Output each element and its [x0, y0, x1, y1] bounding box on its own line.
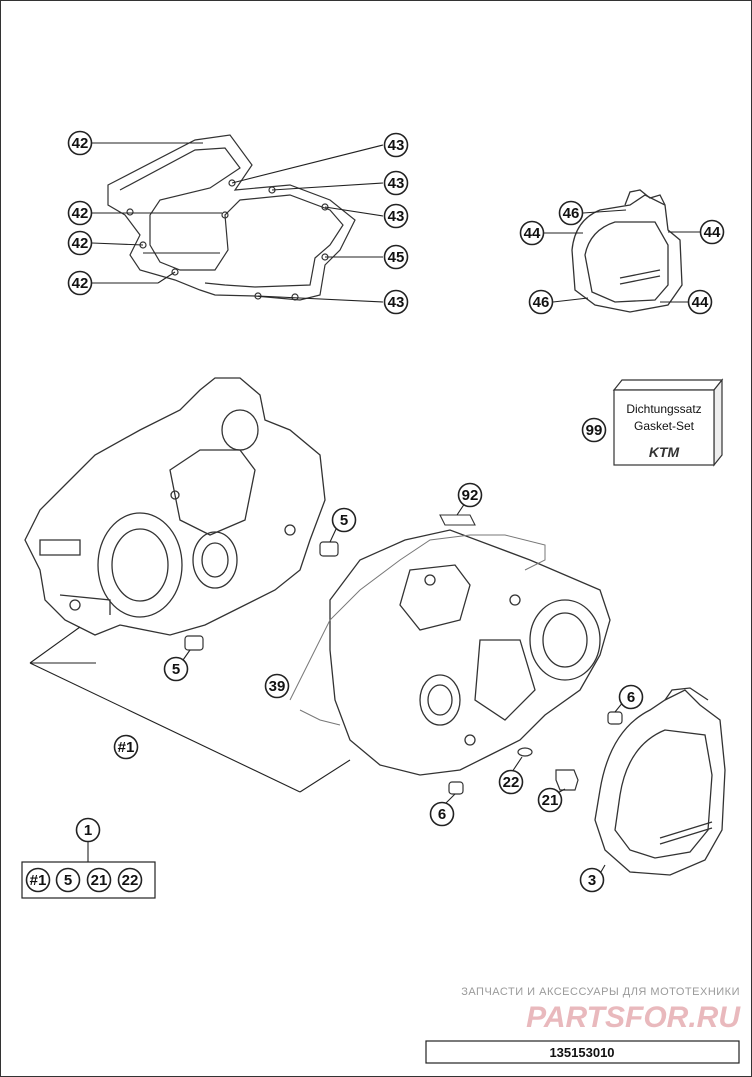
- callout-6-a: 6: [618, 684, 644, 710]
- gasket-set-line1: Dichtungssatz: [626, 402, 701, 416]
- gasket-outline-right: [289, 534, 546, 726]
- svg-text:44: 44: [524, 225, 541, 242]
- svg-text:43: 43: [388, 175, 405, 192]
- dowel-sleeves-left: [184, 541, 339, 651]
- crankcase-left-half: [24, 377, 326, 636]
- svg-text:43: 43: [388, 137, 405, 154]
- ktm-logo: KTM: [649, 444, 680, 460]
- svg-text:5: 5: [172, 661, 180, 678]
- svg-text:5: 5: [64, 872, 72, 889]
- callout-44-c: 44: [687, 289, 713, 315]
- callout-43-d: 43: [383, 289, 409, 315]
- svg-text:44: 44: [692, 294, 709, 311]
- kit-item-5: 5: [55, 867, 81, 893]
- callout-42-a: 42: [67, 130, 93, 156]
- svg-text:#1: #1: [30, 872, 47, 889]
- callout-21: 21: [537, 787, 563, 813]
- crankcase-gasket: [107, 134, 356, 301]
- svg-text:5: 5: [340, 512, 348, 529]
- callout-46-b: 46: [528, 289, 554, 315]
- callout-92: 92: [457, 482, 483, 508]
- svg-text:42: 42: [72, 135, 89, 152]
- ignition-cover-small: [571, 189, 683, 313]
- svg-text:42: 42: [72, 205, 89, 222]
- callout-43-c: 43: [383, 203, 409, 229]
- cover-leader-lines: [544, 209, 700, 303]
- watermark-line2: PARTSFOR.RU: [526, 1001, 741, 1034]
- callout-44-b: 44: [699, 219, 725, 245]
- svg-text:6: 6: [438, 806, 446, 823]
- svg-text:92: 92: [462, 487, 479, 504]
- svg-text:42: 42: [72, 235, 89, 252]
- callout-42-b: 42: [67, 200, 93, 226]
- callout-45: 45: [383, 244, 409, 270]
- gasket-set-box: Dichtungssatz Gasket-Set KTM: [612, 378, 724, 467]
- kit-item-22: 22: [117, 867, 143, 893]
- callout-43-a: 43: [383, 132, 409, 158]
- svg-text:3: 3: [588, 872, 596, 889]
- svg-text:43: 43: [388, 294, 405, 311]
- callout-5-a: 5: [331, 507, 357, 533]
- small-gasket-92: [439, 514, 476, 526]
- callout-6-b: 6: [429, 801, 455, 827]
- callout-42-d: 42: [67, 270, 93, 296]
- watermark: ЗАПЧАСТИ И АКСЕССУАРЫ ДЛЯ МОТОТЕХНИКИ PA…: [461, 986, 741, 1034]
- svg-text:6: 6: [627, 689, 635, 706]
- svg-text:46: 46: [533, 294, 550, 311]
- crankcase-right-half: [329, 529, 611, 776]
- gasket-leader-lines: [91, 142, 384, 303]
- callout-hash-1: #1: [113, 734, 139, 760]
- svg-text:21: 21: [91, 872, 108, 889]
- callouts: 42 42 42 42 43 43 43 45 43 46 44 44 46 4…: [25, 130, 725, 893]
- callout-39: 39: [264, 673, 290, 699]
- callout-22: 22: [498, 769, 524, 795]
- callout-42-c: 42: [67, 230, 93, 256]
- svg-text:1: 1: [84, 822, 92, 839]
- svg-text:45: 45: [388, 249, 405, 266]
- callout-3: 3: [579, 867, 605, 893]
- small-parts-right: [448, 711, 623, 795]
- svg-text:21: 21: [542, 792, 559, 809]
- svg-text:#1: #1: [118, 739, 135, 756]
- kit-item-21: 21: [86, 867, 112, 893]
- kit-item-hash1: #1: [25, 867, 51, 893]
- callout-99: 99: [581, 417, 607, 443]
- svg-text:46: 46: [563, 205, 580, 222]
- callout-43-b: 43: [383, 170, 409, 196]
- ignition-cover-large: [594, 687, 726, 876]
- svg-text:22: 22: [503, 774, 520, 791]
- svg-text:43: 43: [388, 208, 405, 225]
- svg-text:42: 42: [72, 275, 89, 292]
- callout-44-a: 44: [519, 220, 545, 246]
- watermark-line1: ЗАПЧАСТИ И АКСЕССУАРЫ ДЛЯ МОТОТЕХНИКИ: [461, 986, 740, 998]
- svg-text:39: 39: [269, 678, 286, 695]
- svg-text:99: 99: [586, 422, 603, 439]
- svg-text:44: 44: [704, 224, 721, 241]
- callout-5-b: 5: [163, 656, 189, 682]
- drawing-code: 135153010: [549, 1045, 614, 1060]
- svg-text:22: 22: [122, 872, 139, 889]
- gasket-set-line2: Gasket-Set: [634, 419, 695, 433]
- drawing-code-box: 135153010: [425, 1040, 740, 1064]
- part-leader-lines: [29, 502, 629, 878]
- callout-46-a: 46: [558, 200, 584, 226]
- kit-top-callout: 1: [75, 817, 101, 843]
